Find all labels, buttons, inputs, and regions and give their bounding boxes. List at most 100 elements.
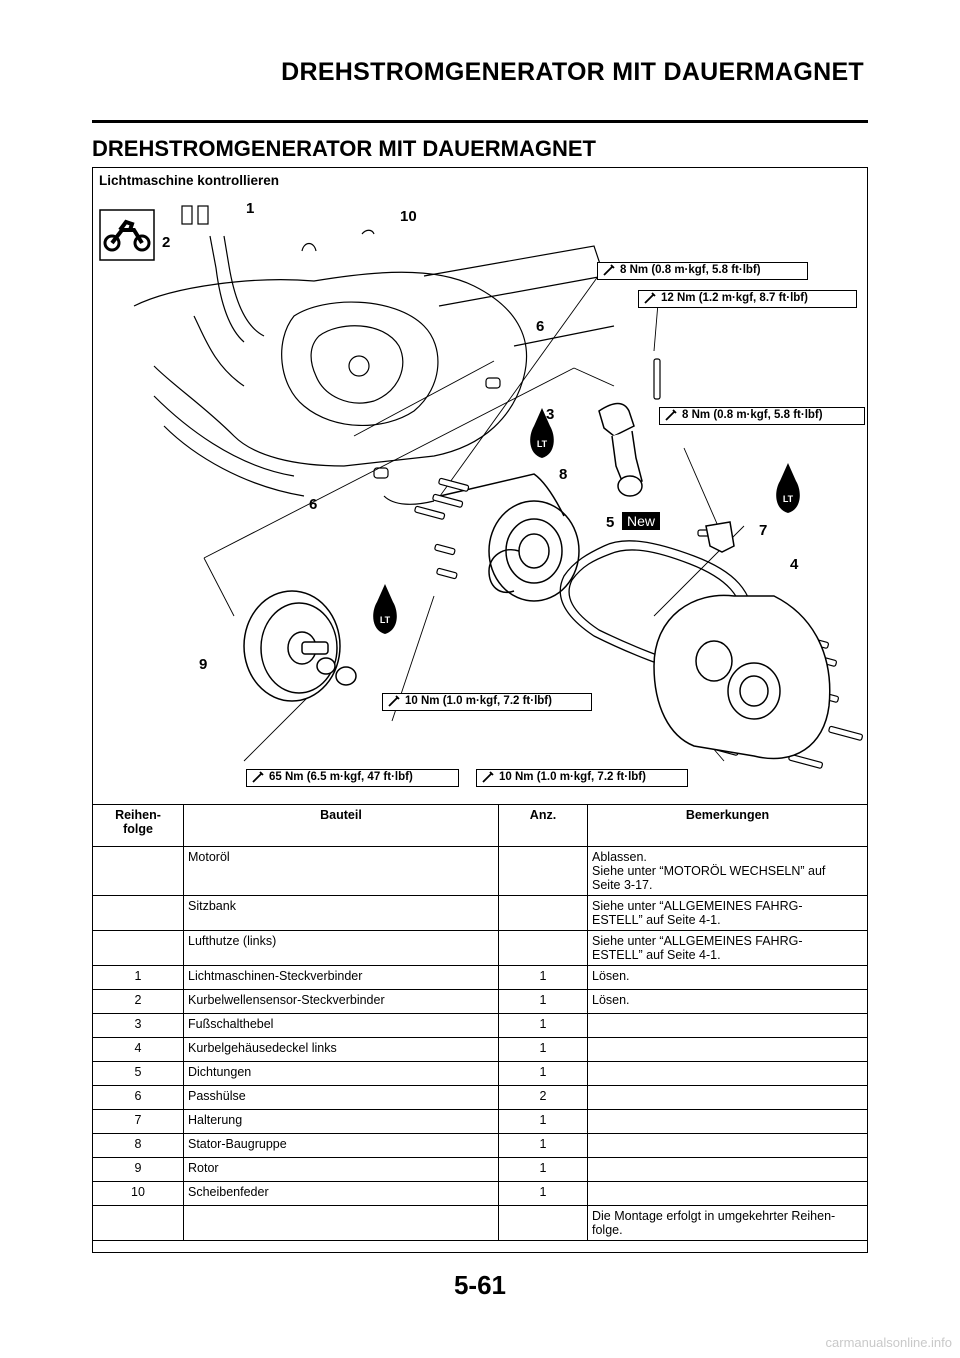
table-cell: Lichtmaschinen-Steckverbinder [183, 965, 499, 990]
torque-spec: 10 Nm (1.0 m·kgf, 7.2 ft·lbf) [476, 769, 688, 787]
table-cell [498, 930, 588, 966]
table-row: Sitzbank Siehe unter “ALLGEMEINES FAHRG- … [92, 895, 868, 931]
lt-label: LT [783, 494, 794, 504]
table-cell [587, 1013, 868, 1038]
table-cell: 2 [92, 989, 184, 1014]
table-header: Bemerkungen [587, 804, 868, 847]
table-cell: 9 [92, 1157, 184, 1182]
table-cell: Siehe unter “ALLGEMEINES FAHRG- ESTELL” … [587, 930, 868, 966]
bracket [705, 521, 735, 553]
table-cell: 4 [92, 1037, 184, 1062]
table-cell [587, 1181, 868, 1206]
table-cell: 1 [498, 1061, 588, 1086]
table-row: Die Montage erfolgt in umgekehrter Reihe… [92, 1205, 868, 1241]
table-cell: Siehe unter “ALLGEMEINES FAHRG- ESTELL” … [587, 895, 868, 931]
table-cell: Dichtungen [183, 1061, 499, 1086]
torque-spec: 8 Nm (0.8 m·kgf, 5.8 ft·lbf) [597, 262, 808, 280]
table-cell: 1 [498, 965, 588, 990]
callout-6: 6 [536, 318, 545, 335]
callout-5: 5 [606, 514, 615, 531]
table-header: Anz. [498, 804, 588, 847]
dowel-pins [373, 377, 501, 479]
shift-lever [598, 402, 643, 497]
table-cell: Scheibenfeder [183, 1181, 499, 1206]
table-cell [587, 1061, 868, 1086]
table-cell: Ablassen. Siehe unter “MOTORÖL WECHSELN”… [587, 846, 868, 896]
table-cell: 8 [92, 1133, 184, 1158]
table-cell: 1 [92, 965, 184, 990]
parts-table: Reihen- folge Bauteil Anz. Bemerkungen M… [92, 804, 868, 1241]
torque-spec: 65 Nm (6.5 m·kgf, 47 ft·lbf) [246, 769, 459, 787]
table-cell [587, 1133, 868, 1158]
wrench-icon [482, 771, 494, 783]
table-cell: 6 [92, 1085, 184, 1110]
table-cell [587, 1157, 868, 1182]
table-row: Motoröl Ablassen. Siehe unter “MOTORÖL WE… [92, 846, 868, 896]
table-cell: Lösen. [587, 965, 868, 990]
table-cell: 5 [92, 1061, 184, 1086]
table-cell: Kurbelgehäusedeckel links [183, 1037, 499, 1062]
table-cell: 1 [498, 1013, 588, 1038]
table-cell: 7 [92, 1109, 184, 1134]
table-cell: 10 [92, 1181, 184, 1206]
callout-7: 7 [759, 522, 768, 539]
table-cell: 1 [498, 1133, 588, 1158]
table-cell: 3 [92, 1013, 184, 1038]
table-cell: Kurbelwellensensor-Steckverbinder [183, 989, 499, 1014]
wrench-icon [644, 292, 656, 304]
table-cell: Fußschalthebel [183, 1013, 499, 1038]
new-badge: New [622, 512, 661, 530]
table-cell [92, 846, 184, 896]
table-cell [587, 1037, 868, 1062]
table-cell: Stator-Baugruppe [183, 1133, 499, 1158]
exploded-view-drawing: LT LT LT [99, 205, 863, 769]
section-title: DREHSTROMGENERATOR MIT DAUERMAGNET [92, 136, 596, 161]
crankcase-cover [653, 594, 831, 760]
table-cell: Sitzbank [183, 895, 499, 931]
figure-title: Lichtmaschine kontrollieren [99, 173, 280, 188]
callout-3: 3 [546, 406, 555, 423]
table-cell: Passhülse [183, 1085, 499, 1110]
torque-spec: 10 Nm (1.0 m·kgf, 7.2 ft·lbf) [382, 693, 592, 711]
callout-1: 1 [246, 200, 255, 217]
engine-frame-sketch [133, 205, 615, 505]
table-cell: Die Montage erfolgt in umgekehrter Reihe… [587, 1205, 868, 1241]
table-cell: 1 [498, 989, 588, 1014]
table-cell: Halterung [183, 1109, 499, 1134]
wrench-icon [665, 409, 677, 421]
torque-spec: 12 Nm (1.2 m·kgf, 8.7 ft·lbf) [638, 290, 857, 308]
exploded-view-figure: LT LT LT 8 Nm (0.8 m·kgf, 5.8 ft·lbf) 12… [94, 196, 868, 796]
rotor [243, 590, 357, 702]
lt-label: LT [537, 439, 548, 449]
table-cell [92, 895, 184, 931]
table-header-row: Reihen- folge Bauteil Anz. Bemerkungen [92, 804, 868, 847]
table-cell [587, 1109, 868, 1134]
motorcycle-icon [99, 209, 155, 261]
table-cell [92, 930, 184, 966]
table-cell [498, 1205, 588, 1241]
table-cell [498, 846, 588, 896]
threadlock-icon: LT LT LT [373, 408, 800, 634]
table-cell [183, 1205, 499, 1241]
table-cell: Motoröl [183, 846, 499, 896]
wrench-icon [252, 771, 264, 783]
figure-frame: Lichtmaschine kontrollieren [92, 167, 868, 1253]
table-cell [92, 1205, 184, 1241]
callout-8: 8 [559, 466, 568, 483]
table-row: Lufthutze (links)Siehe unter “ALLGEMEINE… [92, 930, 868, 966]
callout-10: 10 [400, 208, 417, 225]
callout-2: 2 [162, 234, 171, 251]
table-cell: Lösen. [587, 989, 868, 1014]
running-head: DREHSTROMGENERATOR MIT DAUERMAGNET [281, 58, 864, 86]
table-cell: 1 [498, 1037, 588, 1062]
wrench-icon [388, 695, 400, 707]
callout-4: 4 [790, 556, 799, 573]
